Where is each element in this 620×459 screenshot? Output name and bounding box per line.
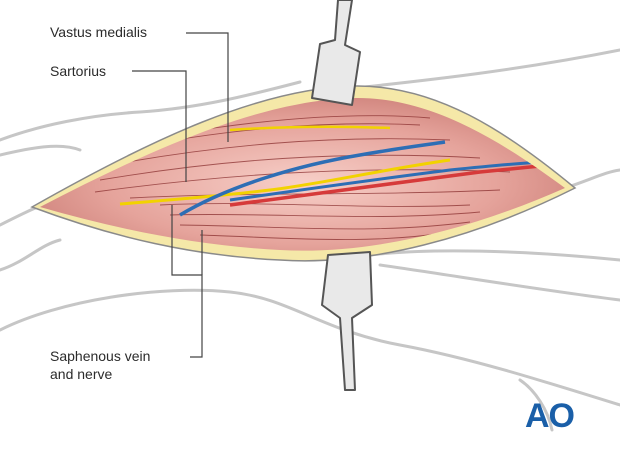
saphenous-vein xyxy=(179,140,446,217)
label-sartorius: Sartorius xyxy=(50,63,107,79)
label-saphenous-vein-and-nerve: Saphenous vein and nerve xyxy=(50,347,150,383)
label-vastus-medialis: Vastus medialis xyxy=(50,24,148,40)
leader-sartorius xyxy=(132,70,187,182)
retractor-top xyxy=(311,0,361,106)
retractor-icon xyxy=(321,251,373,391)
saphenous-nerve xyxy=(119,158,451,206)
limb-outline xyxy=(0,48,620,432)
leader-vastus-medialis xyxy=(186,32,229,142)
retractor-icon xyxy=(311,0,361,106)
label-saphenous-line2: and nerve xyxy=(50,366,113,382)
femoral-artery xyxy=(229,164,541,207)
leader-lines xyxy=(132,32,229,358)
retractor-bottom xyxy=(321,251,373,391)
ao-logo: AO xyxy=(525,397,575,435)
upper-nerve-branch xyxy=(229,125,391,132)
femoral-vein xyxy=(229,160,541,202)
label-saphenous-line1: Saphenous vein xyxy=(50,348,151,364)
